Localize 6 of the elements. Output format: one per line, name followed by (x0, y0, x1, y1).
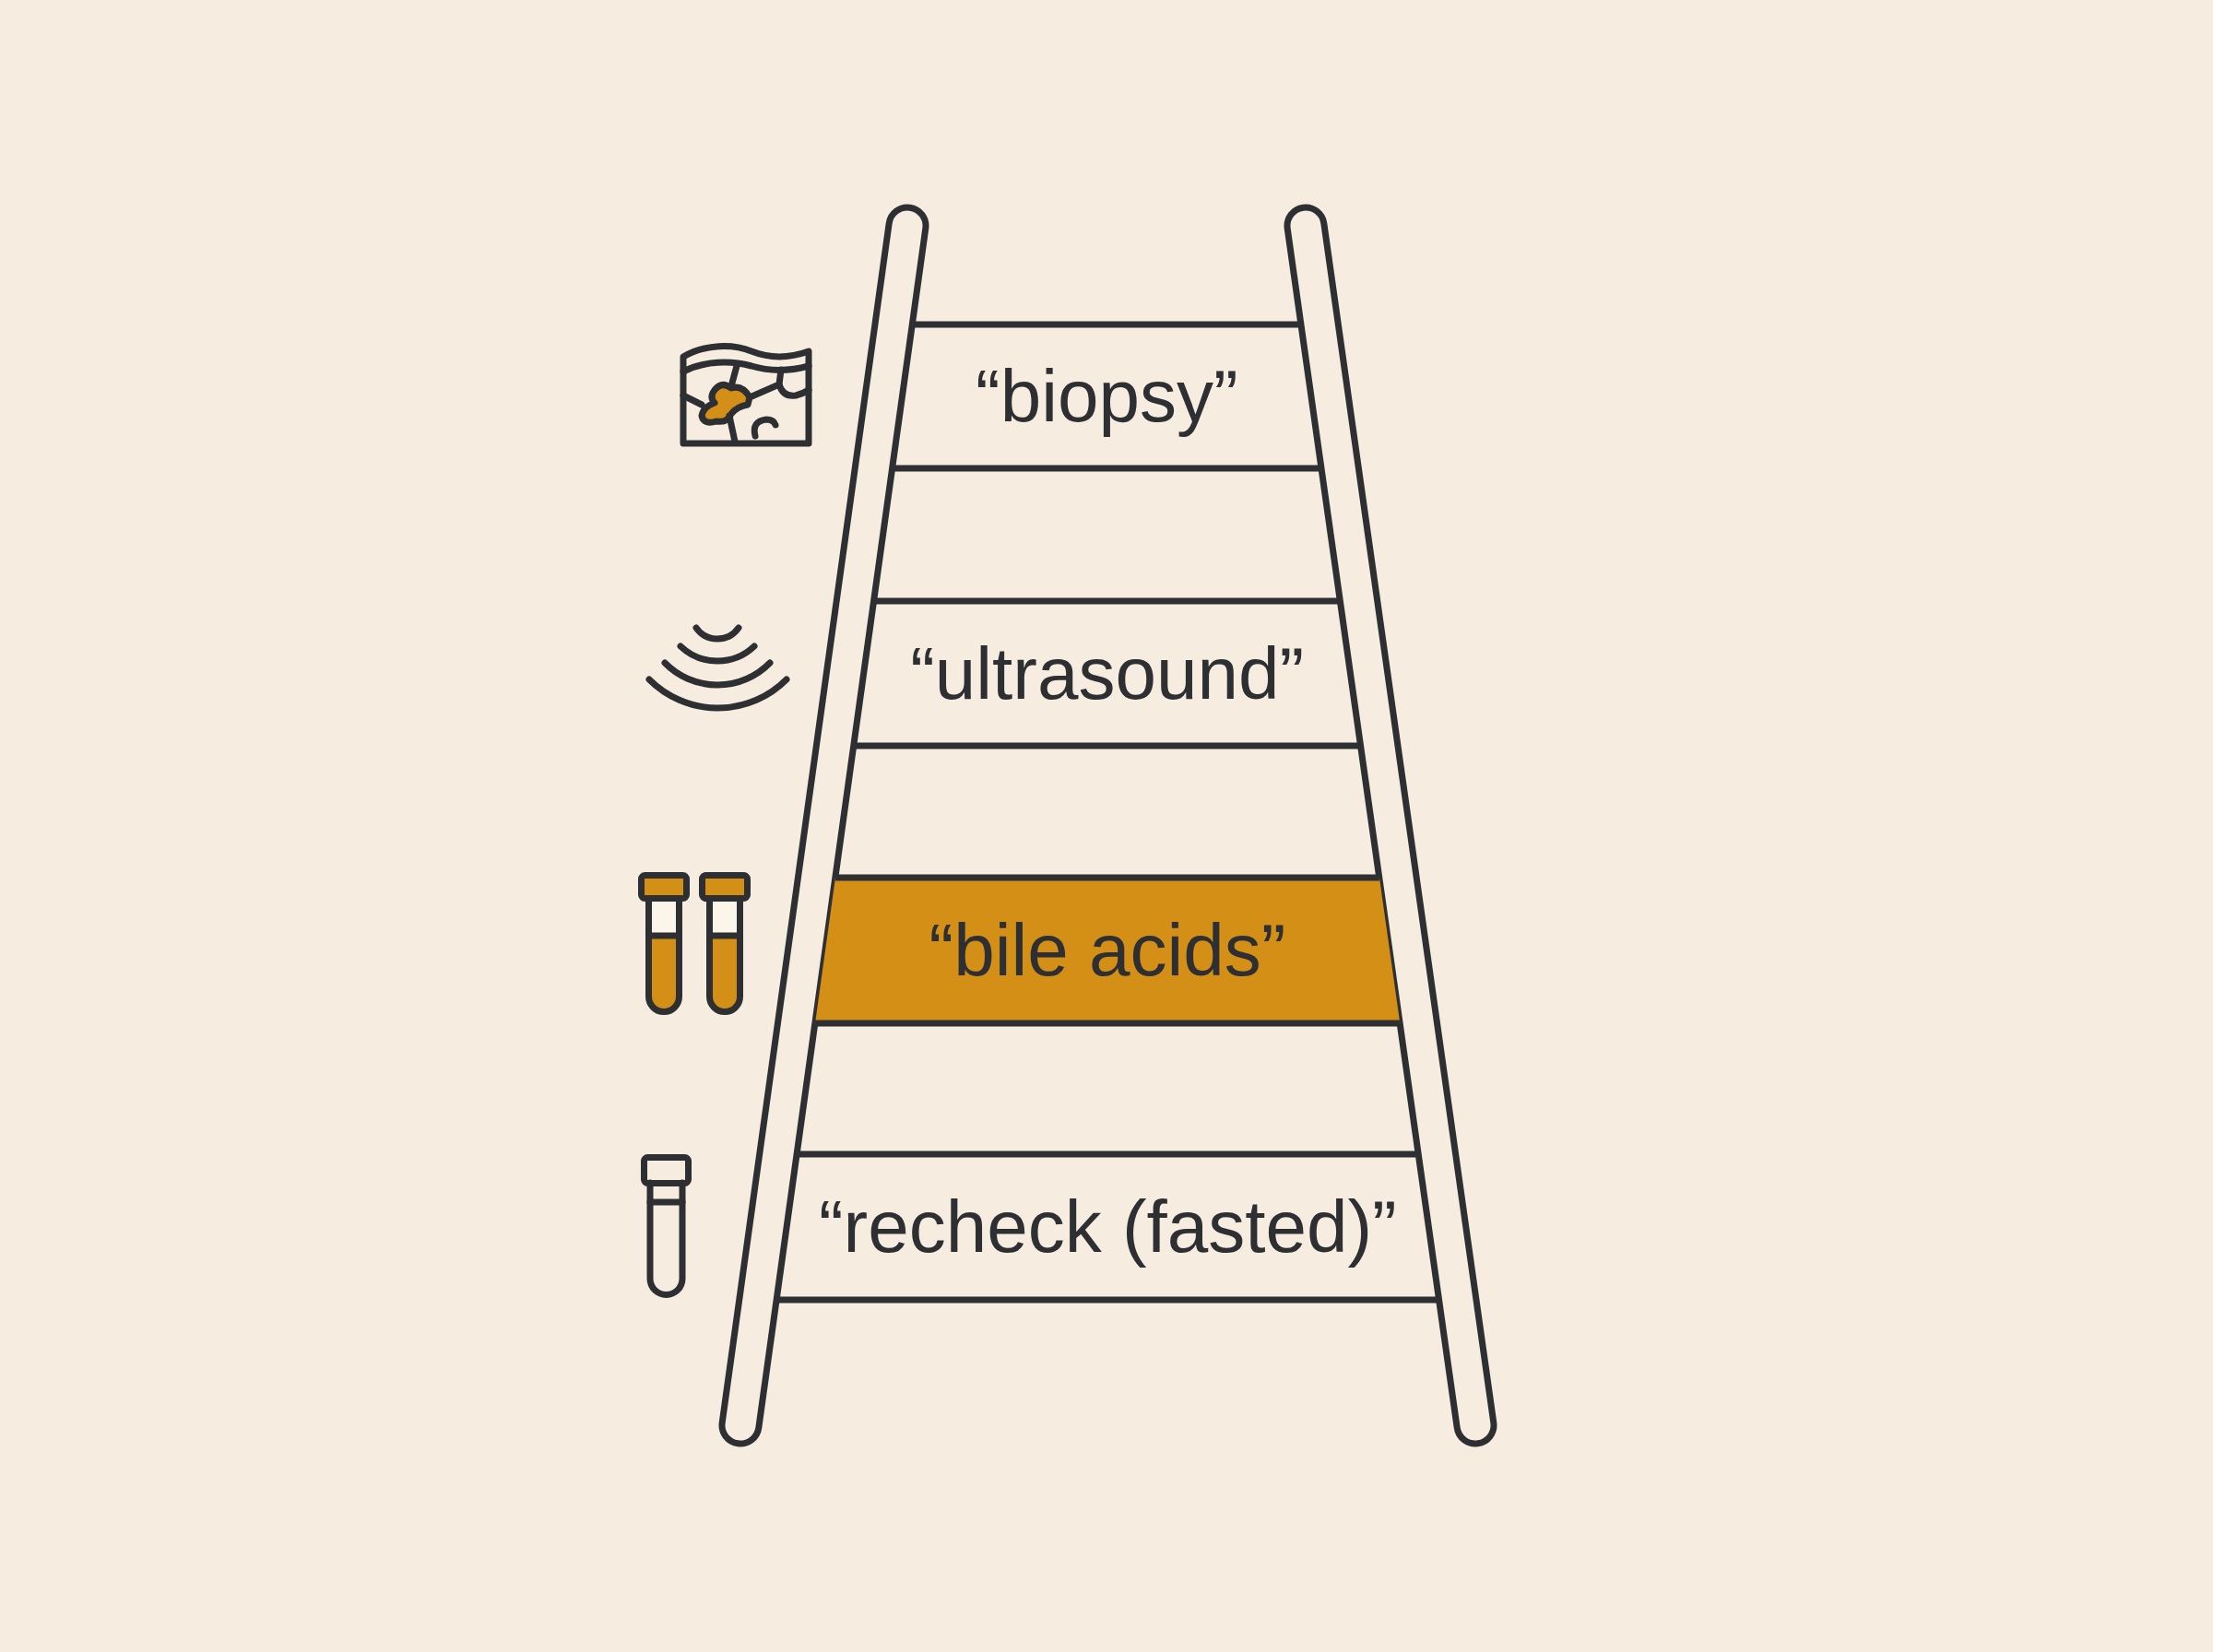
step-label: “ultrasound” (910, 636, 1305, 711)
ladder-step (853, 597, 1361, 749)
ladder-step (892, 321, 1321, 472)
ladder-step (814, 874, 1401, 1027)
step-label: “bile acids” (929, 914, 1286, 987)
ladder-step (776, 1150, 1439, 1304)
